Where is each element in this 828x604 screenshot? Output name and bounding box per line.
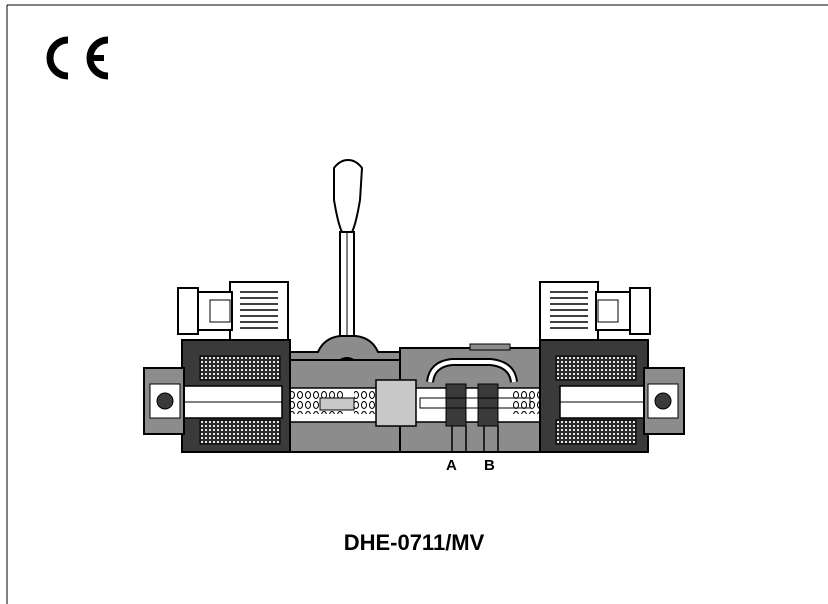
right-connector (539, 281, 651, 341)
model-designation: DHE-0711/MV (343, 530, 485, 555)
left-connector (177, 281, 289, 341)
port-b-label: B (484, 457, 495, 474)
port-a-label: A (446, 457, 457, 474)
lever-handle (333, 158, 364, 341)
left-solenoid (143, 339, 291, 453)
right-solenoid (539, 339, 685, 453)
ce-mark-icon (46, 36, 109, 80)
